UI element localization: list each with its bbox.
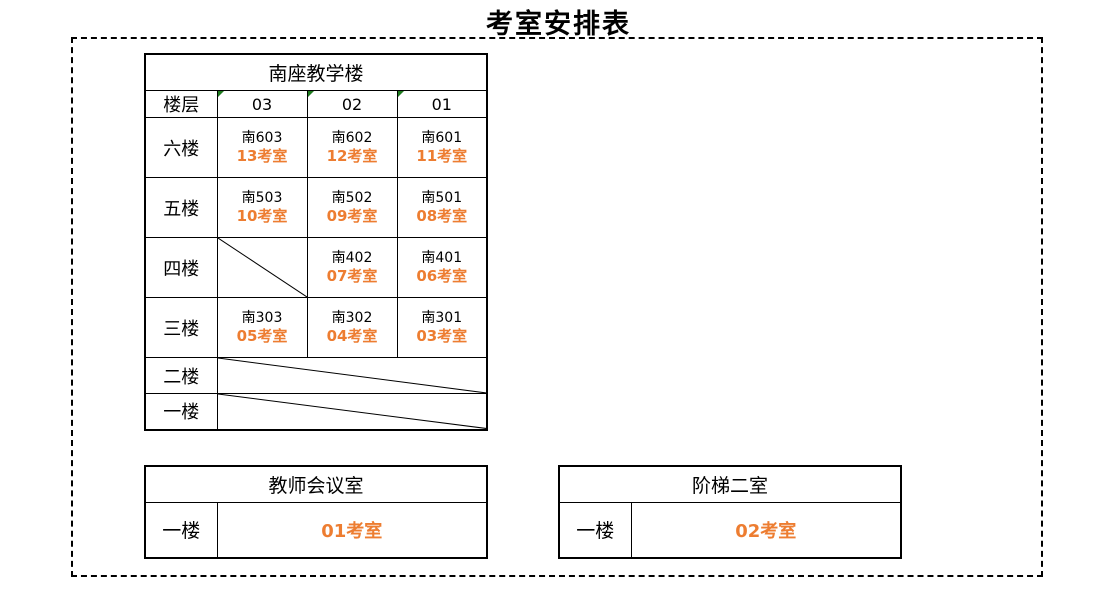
teacher-meeting-table: 教师会议室 一楼 01考室 [144,465,489,559]
column-header-01: 01 [396,90,488,118]
page-title: 考室安排表 [486,9,631,40]
floor-label: 二楼 [144,357,218,394]
floor-label-header: 楼层 [144,90,218,118]
floor-label: 五楼 [144,177,218,238]
room-name: 教师会议室 [144,465,488,503]
floor-label: 一楼 [144,393,218,430]
empty-cell [216,393,488,430]
building-name: 南座教学楼 [144,53,488,91]
floor-label: 四楼 [144,237,218,298]
exam-room: 01考室 [216,501,488,559]
comment-marker-icon [397,91,404,97]
floor-label: 一楼 [558,501,632,559]
diagonal-line [218,394,487,429]
table-row-2f: 二楼 [144,357,488,394]
column-header-02: 02 [306,90,398,118]
comment-marker-icon [217,91,224,97]
column-header-03: 03 [216,90,308,118]
floor-label: 六楼 [144,117,218,178]
comment-marker-icon [307,91,314,97]
floor-label: 一楼 [144,501,218,559]
exam-room: 02考室 [630,501,902,559]
floor-label: 三楼 [144,297,218,358]
empty-cell [216,357,488,394]
table-row-1f: 一楼 [144,393,488,430]
room-name: 阶梯二室 [558,465,902,503]
diagonal-line [218,238,307,297]
lecture-hall-table: 阶梯二室 一楼 02考室 [558,465,903,559]
dashed-frame [71,37,1043,577]
empty-cell [216,237,308,298]
diagonal-line [218,358,487,393]
